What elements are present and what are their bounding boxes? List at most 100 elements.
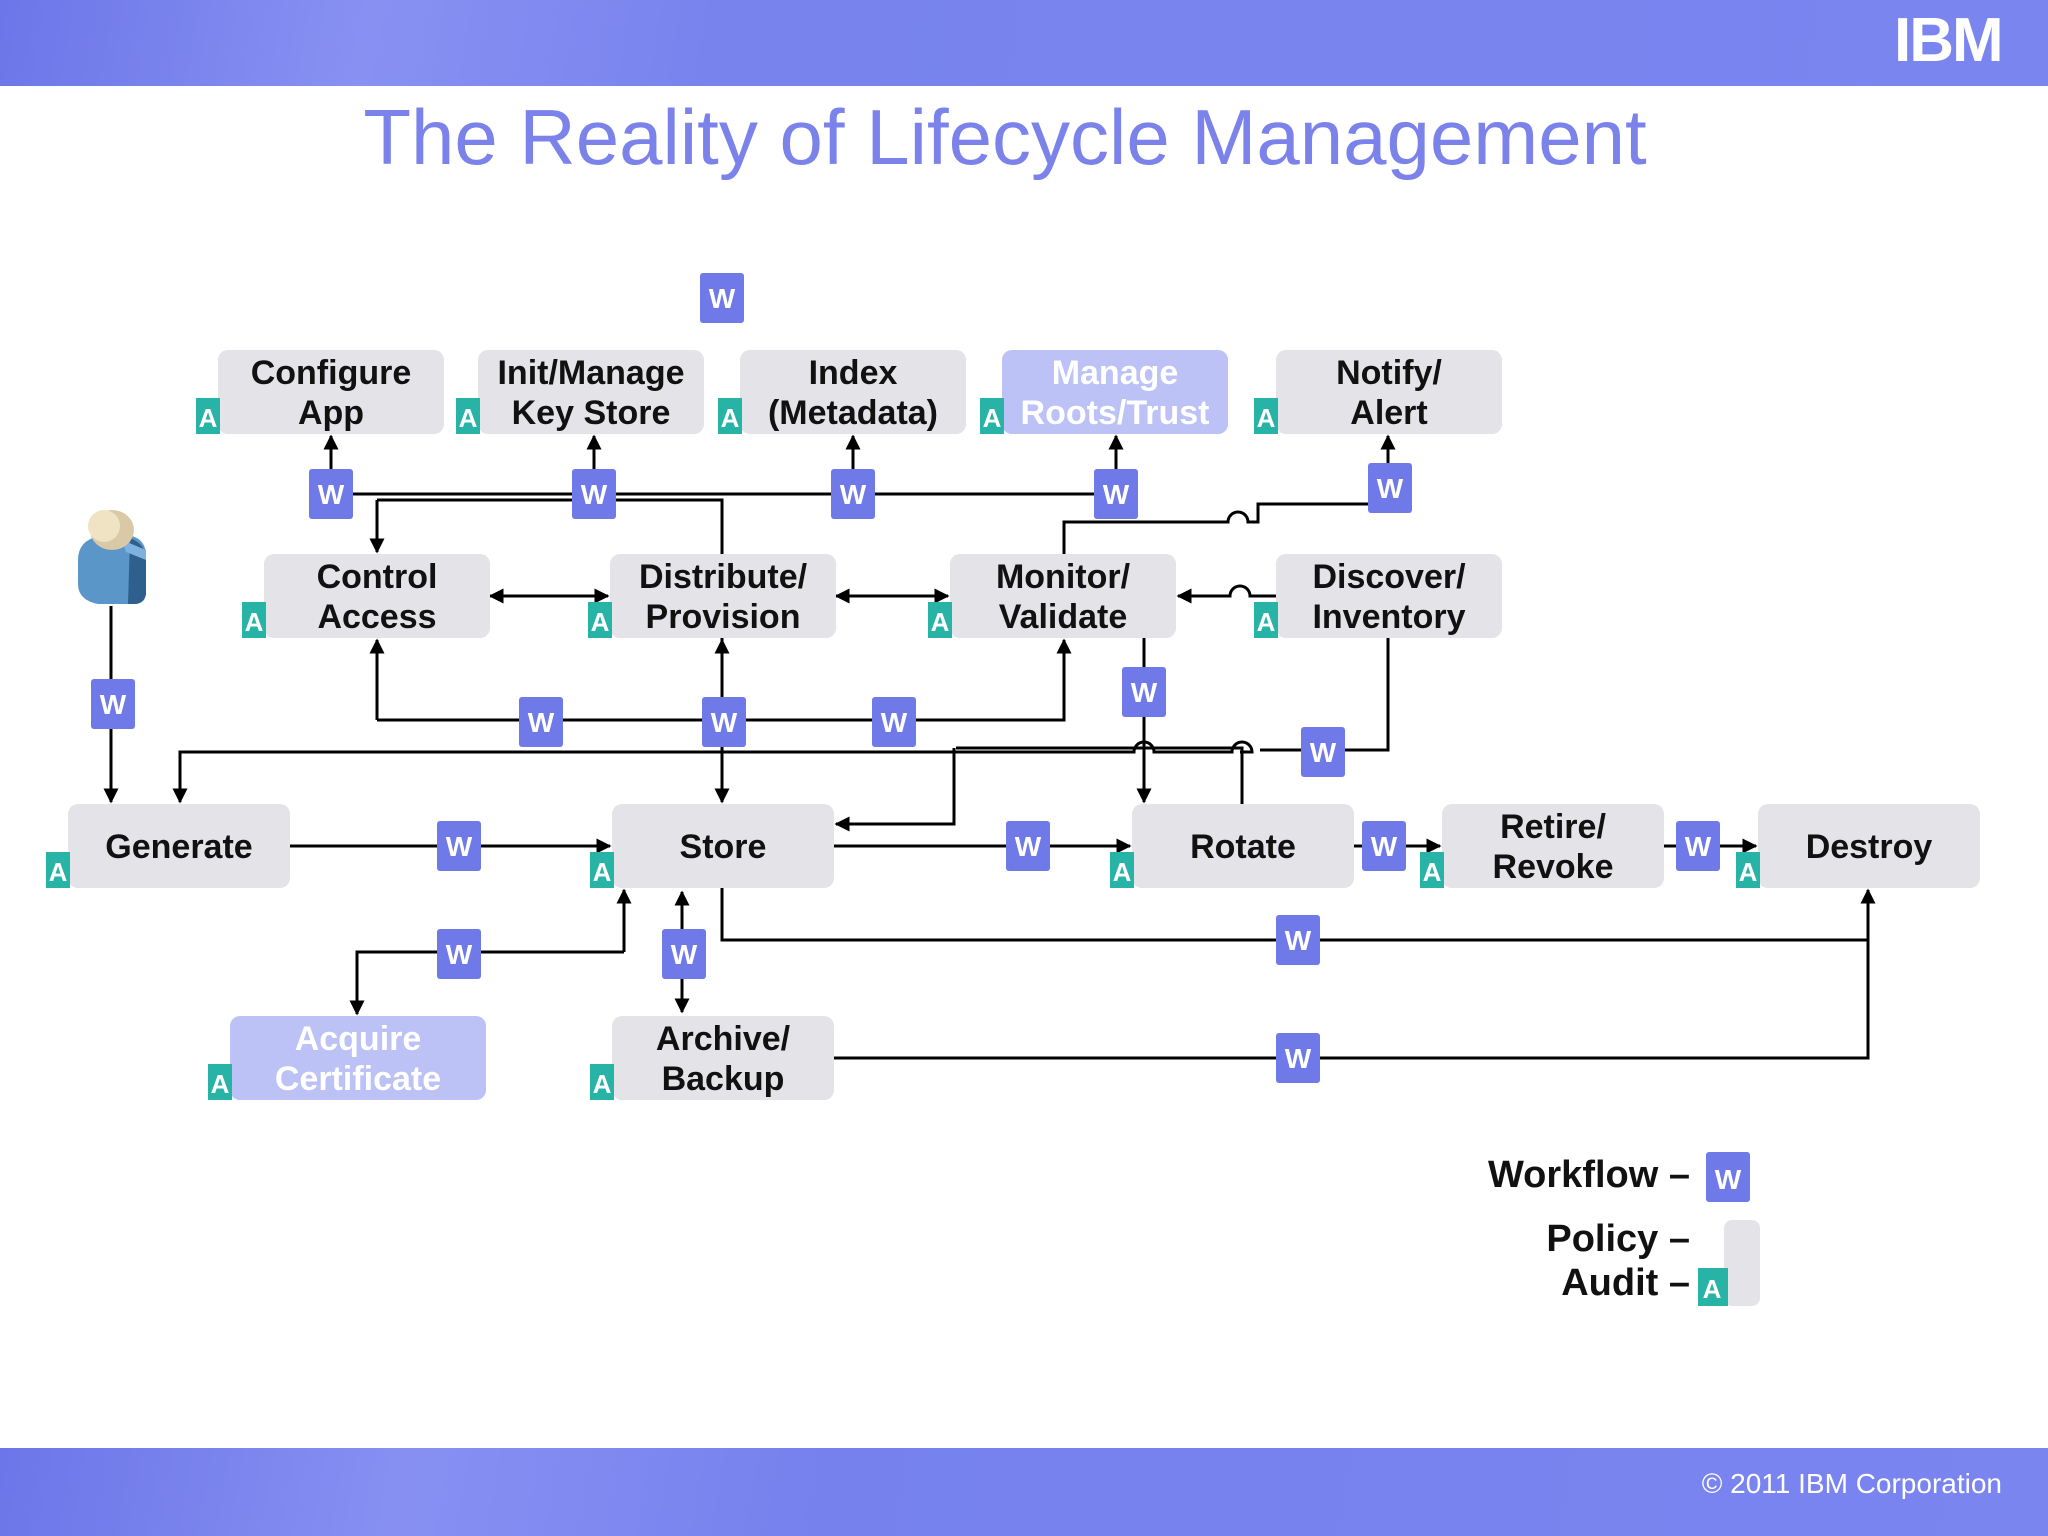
process-label-control-line1: Control [317, 558, 438, 596]
audit-letter-generate: A [49, 857, 68, 887]
audit-letter-distribute: A [591, 607, 610, 637]
process-box-generate [68, 804, 290, 888]
audit-letter-notify: A [1257, 403, 1276, 433]
workflow-badge: W [1122, 667, 1166, 717]
header-bar: IBM [0, 0, 2048, 86]
workflow-badge: W [1676, 821, 1720, 871]
workflow-badge-bg [1676, 821, 1720, 871]
process-box-rotate [1132, 804, 1354, 888]
audit-letter-destroy: A [1739, 857, 1758, 887]
connector [834, 940, 1870, 1060]
connector [1176, 584, 1276, 604]
process-box-initmanage [478, 350, 704, 434]
process-label-monitor-line2: Validate [999, 598, 1128, 636]
workflow-badge: W [1301, 727, 1345, 777]
user-icon [78, 510, 146, 604]
workflow-badge-bg [831, 469, 875, 519]
process-label-initmanage-line1: Init/Manage [497, 354, 684, 392]
workflow-badge-bg [1301, 727, 1345, 777]
connector [956, 746, 1244, 804]
workflow-badge-bg [872, 697, 916, 747]
process-box-monitor [950, 554, 1176, 638]
process-label-initmanage-line2: Key Store [512, 394, 671, 432]
audit-letter-monitor: A [931, 607, 950, 637]
process-box-destroy [1758, 804, 1980, 888]
workflow-badge-bg [662, 929, 706, 979]
audit-tab-index [718, 398, 742, 434]
ibm-logo: IBM [1894, 10, 2034, 72]
audit-tab-destroy [1736, 852, 1760, 888]
workflow-badge: W [1276, 1033, 1320, 1083]
workflow-badge-bg [1122, 667, 1166, 717]
slide-title: The Reality of Lifecycle Management [363, 93, 1647, 181]
workflow-badge: W [1006, 821, 1050, 871]
connector [349, 950, 624, 1016]
audit-tab-monitor [928, 602, 952, 638]
audit-tab-roots [980, 398, 1004, 434]
audit-letter-index: A [721, 403, 740, 433]
process-label-store: Store [680, 828, 767, 866]
process-box-distribute [610, 554, 836, 638]
audit-tab-notify [1254, 398, 1278, 434]
process-label-notify-line2: Alert [1350, 394, 1427, 432]
process-label-configure-line2: App [298, 394, 364, 432]
workflow-badge-bg [572, 469, 616, 519]
audit-letter-discover: A [1257, 607, 1276, 637]
workflow-badge: W [1276, 915, 1320, 965]
workflow-badge-letter: W [446, 831, 473, 862]
process-label-retire-line1: Retire/ [1500, 808, 1606, 846]
audit-letter-initmanage: A [459, 403, 478, 433]
process-box-configure [218, 350, 444, 434]
workflow-badge: W [1094, 469, 1138, 519]
footer-bar: © 2011 IBM Corporation [0, 1448, 2048, 1536]
audit-letter-retire: A [1423, 857, 1442, 887]
workflow-badge: W [437, 929, 481, 979]
process-label-rotate: Rotate [1190, 828, 1296, 866]
workflow-badge: W [702, 697, 746, 747]
process-label-control-line2: Access [317, 598, 436, 636]
legend-workflow-badge-letter: W [1715, 1164, 1742, 1195]
workflow-badge-letter: W [1310, 737, 1337, 768]
process-label-archive-line1: Archive/ [656, 1020, 791, 1058]
process-box-index [740, 350, 966, 434]
workflow-badge-bg [700, 273, 744, 323]
workflow-badge-letter: W [100, 689, 127, 720]
workflow-badge-bg [1276, 1033, 1320, 1083]
workflow-badge-letter: W [446, 939, 473, 970]
workflow-badge: W [572, 469, 616, 519]
workflow-badge-letter: W [709, 283, 736, 314]
process-label-generate: Generate [105, 828, 252, 866]
process-label-archive-line2: Backup [662, 1060, 785, 1098]
audit-letter-control: A [245, 607, 264, 637]
process-label-index-line2: (Metadata) [768, 394, 938, 432]
process-label-configure-line1: Configure [251, 354, 412, 392]
workflow-badge-letter: W [1377, 473, 1404, 504]
workflow-badge-bg [1276, 915, 1320, 965]
legend-policy-label: Policy – [1546, 1218, 1690, 1260]
workflow-badge-bg [437, 821, 481, 871]
audit-letter-configure: A [199, 403, 218, 433]
process-label-notify-line1: Notify/ [1336, 354, 1442, 392]
process-box-acquire [230, 1016, 486, 1100]
workflow-badge: W [91, 679, 135, 729]
workflow-badge-bg [1006, 821, 1050, 871]
legend-policy-swatch [1724, 1220, 1760, 1306]
process-box-notify [1276, 350, 1502, 434]
workflow-badge-letter: W [840, 479, 867, 510]
workflow-badge: W [662, 929, 706, 979]
workflow-badge: W [1368, 463, 1412, 513]
audit-tab-configure [196, 398, 220, 434]
workflow-badge: W [700, 273, 744, 323]
process-label-acquire-line1: Acquire [295, 1020, 422, 1058]
workflow-badge-letter: W [528, 707, 555, 738]
workflow-badge: W [831, 469, 875, 519]
